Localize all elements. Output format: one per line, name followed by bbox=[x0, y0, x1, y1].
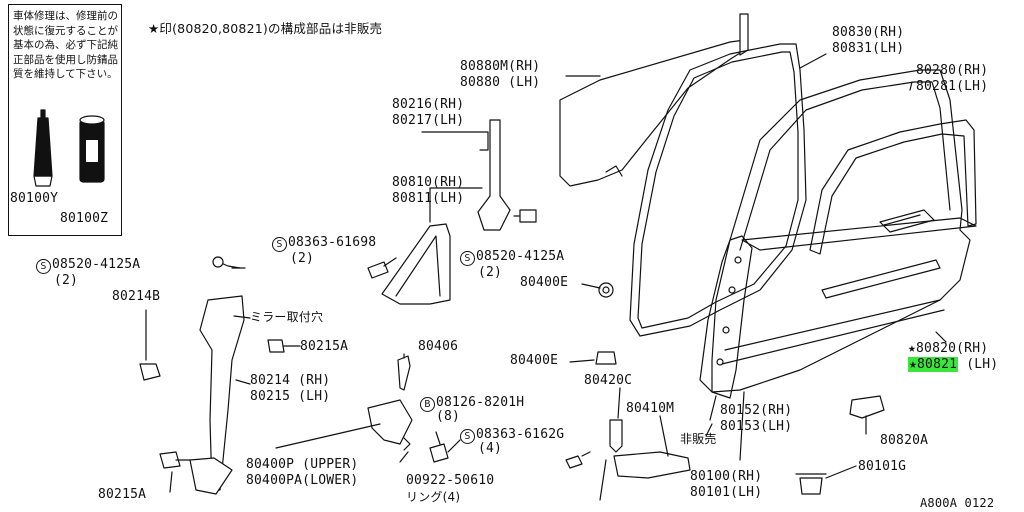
label-80101: 80101(LH) bbox=[690, 485, 763, 500]
label-08126-qty: (8) bbox=[436, 409, 461, 424]
repair-note-text: 車体修理は、修理前の状態に復元することが基本の為、必ず下記純正部品を使用し防錆品… bbox=[13, 10, 118, 80]
hinge-80400p bbox=[367, 399, 413, 445]
screw-08363-b bbox=[565, 455, 583, 469]
bracket-80214 bbox=[199, 295, 245, 491]
label-80215: 80215 (LH) bbox=[250, 389, 331, 404]
door-panel-80100 bbox=[711, 69, 971, 393]
label-08363-61698-code: 08363-61698 bbox=[288, 235, 377, 250]
label-80152: 80152(RH) bbox=[720, 403, 793, 418]
glass-run-80280 bbox=[809, 119, 977, 255]
repair-note-box: 車体修理は、修理前の状態に復元することが基本の為、必ず下記純正部品を使用し防錆品… bbox=[8, 4, 122, 236]
screw-08520-left bbox=[212, 256, 241, 269]
clip-80400e-top bbox=[598, 282, 614, 298]
sealant-tube-icon bbox=[33, 109, 53, 187]
label-80810: 80810(RH) bbox=[392, 175, 465, 190]
ring-label: リング(4) bbox=[406, 490, 461, 504]
screw-08520-right bbox=[513, 209, 537, 223]
label-80214: 80214 (RH) bbox=[250, 373, 331, 388]
label-80880m: 80880M(RH) bbox=[460, 59, 541, 74]
pin-80406 bbox=[397, 355, 411, 391]
label-80153: 80153(LH) bbox=[720, 419, 793, 434]
label-80280: 80280(RH) bbox=[916, 63, 989, 78]
label-08520-left-code: 08520-4125A bbox=[52, 257, 141, 272]
label-80400p: 80400P (UPPER) bbox=[246, 457, 359, 472]
label-80100: 80100(RH) bbox=[690, 469, 763, 484]
label-08363-61698-qty: (2) bbox=[290, 251, 315, 266]
label-80420c: 80420C bbox=[584, 373, 633, 388]
label-80821-side: (LH) bbox=[966, 357, 999, 372]
label-80400pa: 80400PA(LOWER) bbox=[246, 473, 359, 488]
bolt-80215a-top bbox=[267, 339, 285, 353]
label-80101g: 80101G bbox=[858, 459, 907, 474]
label-80406: 80406 bbox=[418, 339, 459, 354]
screw-08363-a bbox=[367, 257, 397, 279]
label-08520-right-code: 08520-4125A bbox=[476, 249, 565, 264]
plug-80101g bbox=[795, 473, 827, 495]
label-80400e-top: 80400E bbox=[520, 275, 569, 290]
label-80820: ★80820(RH) bbox=[908, 341, 989, 356]
label-80821: ★80821 (LH) bbox=[908, 357, 999, 372]
s-mark-icon: S bbox=[272, 237, 287, 252]
s-mark-icon: S bbox=[460, 251, 475, 266]
label-08363-6162g-code: 08363-6162G bbox=[476, 427, 565, 442]
part-80100z-label: 80100Z bbox=[60, 211, 109, 226]
label-80410m: 80410M bbox=[626, 401, 675, 416]
label-80215a-top: 80215A bbox=[300, 339, 349, 354]
bolt-80215a-bot bbox=[159, 451, 191, 469]
label-80820a: 80820A bbox=[880, 433, 929, 448]
not-sold-label: 非販売 bbox=[680, 432, 717, 446]
part-80420c bbox=[609, 419, 623, 453]
part-80820a bbox=[849, 395, 885, 419]
checker-80410m bbox=[613, 451, 691, 479]
door-sash-80880 bbox=[559, 39, 746, 187]
part-80810 bbox=[381, 223, 451, 305]
label-80281: 80281(LH) bbox=[916, 79, 989, 94]
label-80214b: 80214B bbox=[112, 289, 161, 304]
label-08520-left-qty: (2) bbox=[54, 273, 79, 288]
label-80400e-mid: 80400E bbox=[510, 353, 559, 368]
label-08126-code: 08126-8201H bbox=[436, 395, 525, 410]
header-note: ★印(80820,80821)の構成部品は非販売 bbox=[148, 21, 383, 36]
b-mark-icon: B bbox=[420, 397, 435, 412]
label-80215a-bot: 80215A bbox=[98, 487, 147, 502]
label-80880: 80880 (LH) bbox=[460, 75, 541, 90]
s-mark-icon: S bbox=[460, 429, 475, 444]
mirror-hole-label: ミラー取付穴 bbox=[250, 310, 324, 324]
label-80217: 80217(LH) bbox=[392, 113, 465, 128]
bolt-80214b bbox=[139, 363, 161, 381]
label-80831: 80831(LH) bbox=[832, 41, 905, 56]
label-80216: 80216(RH) bbox=[392, 97, 465, 112]
part-80216 bbox=[477, 119, 511, 231]
s-mark-icon: S bbox=[36, 259, 51, 274]
label-00922: 00922-50610 bbox=[406, 473, 495, 488]
clip-80400e-mid bbox=[595, 351, 617, 365]
reference-code: A800A 0122 bbox=[920, 496, 995, 510]
spray-can-icon bbox=[79, 115, 105, 183]
part-80100y-label: 80100Y bbox=[10, 191, 59, 206]
weatherstrip-80830 bbox=[629, 43, 807, 337]
label-80821-code: ★80821 bbox=[908, 357, 959, 372]
label-80811: 80811(LH) bbox=[392, 191, 465, 206]
label-08363-6162g-qty: (4) bbox=[478, 441, 503, 456]
label-80830: 80830(RH) bbox=[832, 25, 905, 40]
label-08520-right-qty: (2) bbox=[478, 265, 503, 280]
